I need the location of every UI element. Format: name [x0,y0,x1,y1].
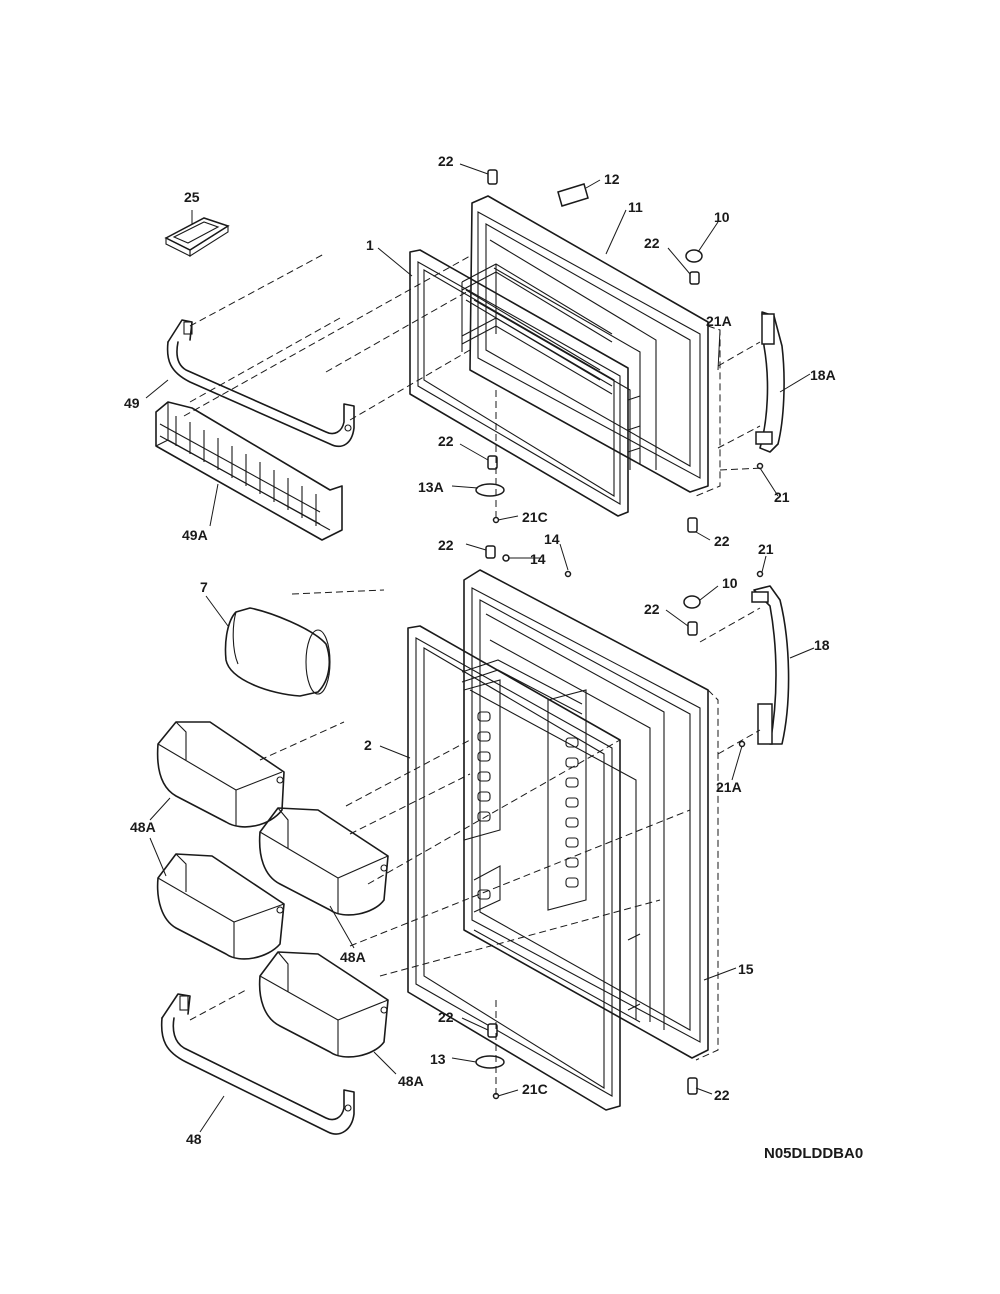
callout-48A-center: 48A [340,949,366,965]
assembly-lines [183,253,765,1096]
callout-18: 18 [814,637,830,653]
callout-48A-left: 48A [130,819,156,835]
callout-labels: 22 12 11 10 22 25 1 21A 18A 49 22 21 13A… [124,153,836,1147]
callout-18A: 18A [810,367,836,383]
door-stop-10-top [685,249,703,285]
callout-22-top: 22 [438,153,454,169]
fresh-food-handle [751,585,790,745]
left-rack-pegs [477,711,491,900]
callout-49: 49 [124,395,140,411]
screws-14 [485,545,572,578]
fresh-food-door-outer [463,569,709,1059]
bushing-right-mid [687,517,698,533]
part-25-cover [164,217,230,257]
callout-21-right: 21 [758,541,774,557]
callout-15: 15 [738,961,754,977]
freezer-hinge-13A [475,455,505,524]
fresh-food-door-racks [461,659,641,1023]
leader-lines [145,163,815,1133]
callout-14-b: 14 [530,551,546,567]
callout-10-mid: 10 [722,575,738,591]
part-48A-door-bin-upper-left [156,721,285,828]
callout-48: 48 [186,1131,202,1147]
label-plate-12 [557,183,589,207]
callout-1: 1 [366,237,374,253]
screws-21 [738,462,764,748]
callout-48A-bottom: 48A [398,1073,424,1089]
callout-22-hinge-top: 22 [644,235,660,251]
callout-12: 12 [604,171,620,187]
callout-22-right-mid: 22 [714,533,730,549]
bushing-bottom-right [687,1077,698,1095]
freezer-handle [755,311,785,453]
callout-21C-top: 21C [522,509,548,525]
callout-21C-bottom: 21C [522,1081,548,1097]
callout-25: 25 [184,189,200,205]
callout-13: 13 [430,1051,446,1067]
diagram-code: N05DLDDBA0 [764,1145,863,1162]
callout-21A-top: 21A [706,313,732,329]
door-stop-10-mid [683,595,701,636]
callout-11: 11 [628,199,643,215]
callout-14-a: 14 [544,531,560,547]
callout-21A-mid: 21A [716,779,742,795]
freezer-door-gasket [409,249,629,517]
part-49-freezer-shelf [166,319,355,448]
right-rack-pegs [565,737,579,888]
part-48A-door-bin-bottom [258,951,389,1058]
part-48-door-shelf [160,993,355,1135]
hinge-pin-top [487,169,498,185]
callout-22-fz-bottom: 22 [438,433,454,449]
callout-22-mid: 22 [438,537,454,553]
part-49A-freezer-basket [155,401,343,541]
callout-22-bottom-right: 22 [714,1087,730,1103]
callout-49A: 49A [182,527,208,543]
callout-13A: 13A [418,479,444,495]
callout-22-hinge-mid: 22 [644,601,660,617]
freezer-door-shelves [461,263,613,395]
callout-10-top: 10 [714,209,730,225]
part-7-canister [224,607,331,697]
callout-21-top: 21 [774,489,790,505]
fresh-food-door-gasket [407,625,621,1111]
freezer-door-outer [469,195,709,493]
callout-7: 7 [200,579,208,595]
part-48A-door-bin-middle [258,807,389,916]
callout-2: 2 [364,737,372,753]
part-48A-door-bin-lower-left [156,853,285,960]
callout-22-ff-bottom: 22 [438,1009,454,1025]
